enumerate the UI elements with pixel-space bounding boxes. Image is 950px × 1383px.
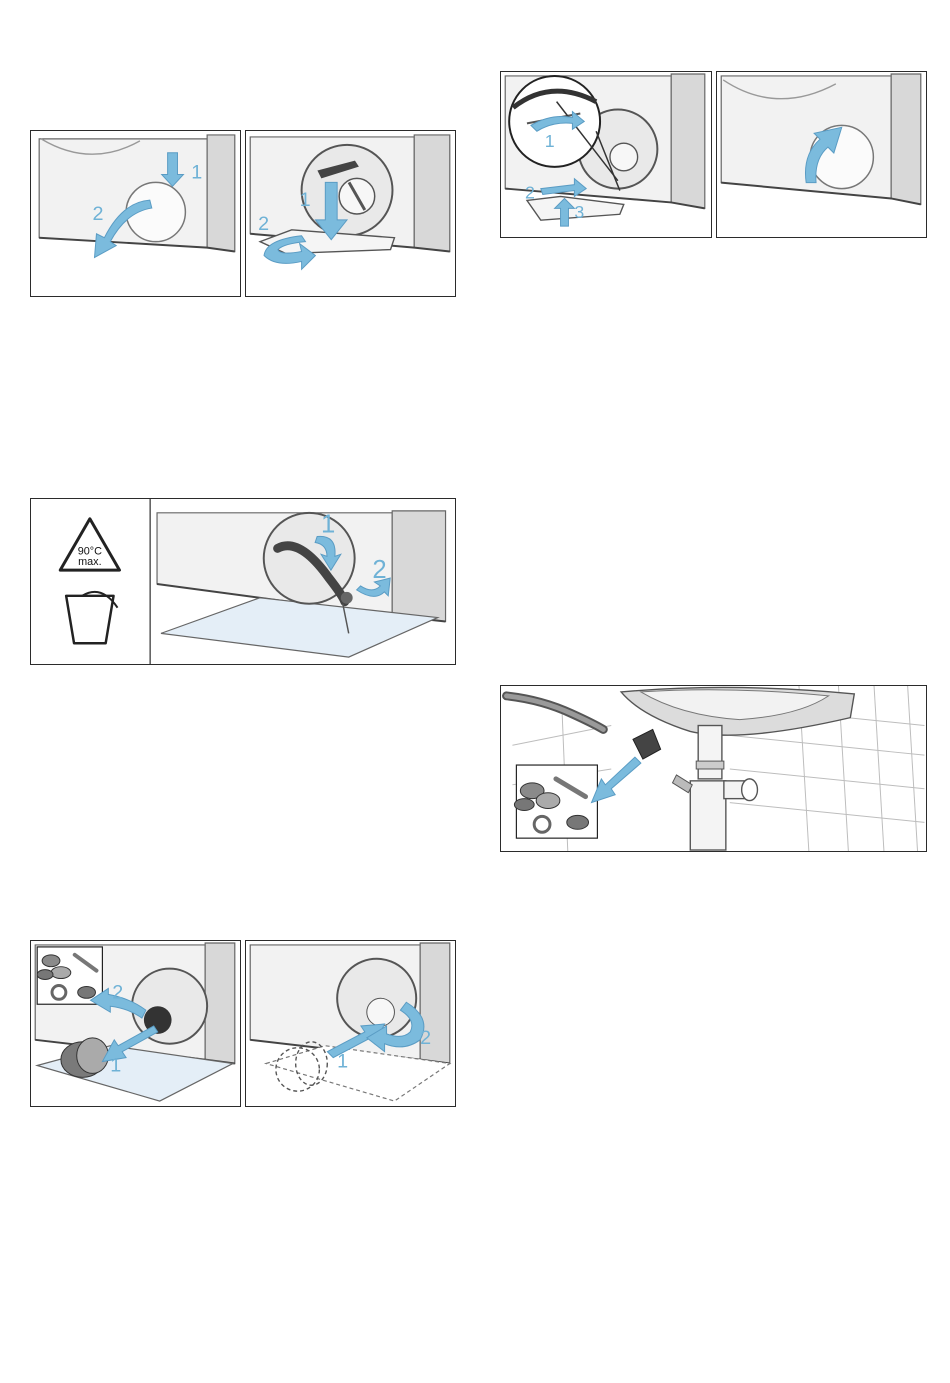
remove-pump-cap-drawing: 1 2 bbox=[31, 941, 240, 1106]
siphon-pipe-icon bbox=[672, 726, 757, 850]
remove-objects-arrow-icon bbox=[591, 757, 640, 802]
step-2-label: 2 bbox=[93, 203, 104, 225]
hot-water-warning-icon: 90°C max. bbox=[60, 519, 119, 570]
drain-hose-drawing: 90°C max. 1 2 bbox=[31, 499, 455, 664]
warning-max-text: max. bbox=[78, 556, 102, 568]
step-1-label: 1 bbox=[110, 1054, 121, 1076]
illustration-drain-hose: 90°C max. 1 2 bbox=[30, 498, 456, 665]
step-2-label: 2 bbox=[525, 182, 535, 202]
step-1-label: 1 bbox=[191, 161, 202, 183]
refit-pump-cap-drawing: 1 2 bbox=[246, 941, 455, 1106]
step-2-label: 2 bbox=[372, 556, 386, 584]
step-1-label: 1 bbox=[300, 189, 311, 211]
illustration-refit-pump-cap: 1 2 bbox=[245, 940, 456, 1107]
siphon-cap-icon bbox=[633, 729, 661, 759]
siphon-clean-drawing bbox=[501, 686, 926, 851]
illustration-remove-pump-cap: 1 2 bbox=[30, 940, 241, 1107]
close-flap-drawing bbox=[717, 72, 926, 237]
open-flap-drawing: 1 2 bbox=[31, 131, 240, 296]
illustration-close-flap bbox=[716, 71, 927, 238]
refit-cover-drawing: 1 2 3 bbox=[501, 72, 711, 237]
illustration-siphon-clean bbox=[500, 685, 927, 852]
step-3-label: 3 bbox=[574, 202, 584, 222]
illustration-remove-cover: 1 2 bbox=[245, 130, 456, 297]
bucket-icon bbox=[66, 592, 117, 643]
step-2-label: 2 bbox=[420, 1027, 431, 1049]
step-2-label: 2 bbox=[112, 981, 123, 1003]
illustration-open-flap: 1 2 bbox=[30, 130, 241, 297]
illustration-refit-cover: 1 2 3 bbox=[500, 71, 712, 238]
step-1-label: 1 bbox=[337, 1050, 348, 1072]
step-1-label: 1 bbox=[545, 131, 555, 151]
remove-cover-drawing: 1 2 bbox=[246, 131, 455, 296]
step-1-label: 1 bbox=[321, 511, 335, 539]
step-2-label: 2 bbox=[258, 213, 269, 235]
